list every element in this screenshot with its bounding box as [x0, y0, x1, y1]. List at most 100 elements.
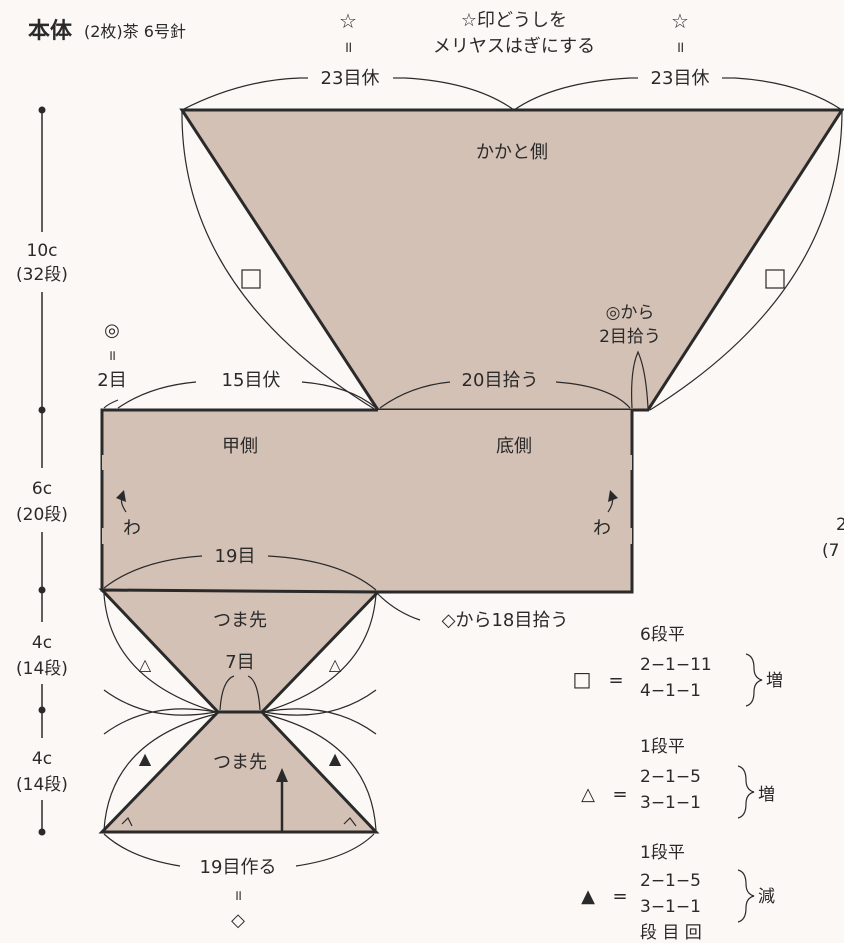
- arc-top-right-2: [734, 77, 843, 111]
- arc-cross-right-b: [263, 689, 377, 716]
- legend-3-eq: =: [612, 886, 627, 907]
- legend-3-symbol: ▲: [581, 886, 595, 907]
- arc-top-right-1: [513, 77, 631, 111]
- ruler-dot-2: [38, 406, 46, 414]
- stitches-7-label: 7目: [225, 652, 254, 673]
- arc-tri-filled-right: [263, 713, 377, 831]
- equals-left: ॥: [344, 38, 353, 56]
- tri-open-left: △: [139, 655, 152, 674]
- label-toe-upper: つま先: [213, 610, 267, 631]
- ruler-dot-3: [38, 586, 46, 594]
- label-heel: かかと側: [476, 142, 548, 163]
- wa-arrowhead-right: [608, 490, 618, 502]
- arc-tri-open-right: [263, 593, 377, 713]
- star-left: ☆: [339, 9, 357, 33]
- arc-top-left-2: [404, 77, 515, 111]
- wa-right: わ: [593, 518, 611, 539]
- legend-3-type: 減: [758, 887, 775, 907]
- arc-cast-off-left: [117, 381, 197, 409]
- arc-pickup-left: [379, 381, 451, 409]
- diagram-title: 本体: [28, 19, 73, 44]
- corner-mark-left: [121, 816, 133, 827]
- corner-mark-right: [343, 817, 357, 827]
- ruler-cm-1: 10c: [27, 241, 58, 261]
- right-rest-stitches: 23目休: [651, 68, 710, 89]
- ruler-rows-4: (14段): [16, 775, 68, 795]
- diagram-subtitle: (2枚)茶 6号針: [84, 22, 186, 41]
- legend-2-row-1: 2−1−5: [640, 767, 701, 787]
- pickup-18-label: ◇から18目拾う: [442, 610, 569, 631]
- legend-1-symbol: □: [573, 667, 592, 691]
- left-rest-stitches: 23目休: [321, 68, 380, 89]
- equals-right: ॥: [676, 38, 685, 56]
- star-right: ☆: [671, 9, 689, 33]
- note-line1: ☆印どうしを: [461, 10, 567, 31]
- arc-cross-left-a: [103, 708, 217, 735]
- arc-cast-off-right: [301, 381, 377, 409]
- tri-filled-right: ▲: [329, 749, 342, 768]
- cast-on-label: 19目作る: [200, 857, 277, 878]
- arc-two-left: [103, 399, 119, 409]
- legend-1-row-1: 2−1−11: [640, 655, 712, 675]
- wa-left: わ: [123, 518, 141, 539]
- legend-2-eq: =: [612, 784, 627, 805]
- double-circle-mark: ◎: [104, 320, 120, 341]
- equals-cast-on: ॥: [234, 888, 242, 904]
- legend-1-type: 増: [766, 671, 783, 691]
- ruler-rows-3: (14段): [16, 659, 68, 679]
- square-mark-right: [765, 269, 785, 289]
- legend-1-row-2: 4−1−1: [640, 681, 701, 701]
- legend-3-row-2: 3−1−1: [640, 897, 701, 917]
- label-sole: 底側: [496, 436, 532, 457]
- arc-tri-open-left: [103, 593, 217, 713]
- ruler-dot-4: [38, 706, 46, 714]
- note-line2: メリヤスはぎにする: [433, 36, 595, 57]
- arc-19-left: [103, 555, 203, 589]
- legend-2-brace: [737, 765, 755, 819]
- ruler-cm-2: 6c: [32, 479, 52, 499]
- arc-pickup-right: [555, 381, 631, 409]
- cut-right-1: 2: [836, 515, 844, 535]
- legend-2-flat: 1段平: [640, 737, 685, 757]
- arc-top-left-1: [181, 77, 301, 111]
- arc-two-pickup: [631, 350, 649, 409]
- legend-footer: 段 目 回: [640, 923, 702, 943]
- equals-two-stitch: ॥: [108, 348, 116, 364]
- two-stitches-label: 2目: [97, 370, 126, 391]
- ruler-rows-2: (20段): [16, 505, 68, 525]
- body-fill: [102, 410, 632, 592]
- knit-direction-arrowhead: [276, 768, 288, 782]
- arc-square-right: [649, 109, 843, 411]
- ruler-cm-3: 4c: [32, 633, 52, 653]
- arc-cast-on-left: [103, 833, 181, 867]
- legend-2-type: 増: [758, 785, 775, 805]
- arc-cast-on-right: [295, 833, 375, 867]
- ruler-dot-1: [38, 106, 46, 114]
- arc-7-left: [219, 675, 235, 711]
- diamond-mark: ◇: [231, 910, 245, 931]
- legend-2-symbol: △: [581, 784, 595, 805]
- arc-cross-left-b: [103, 689, 217, 716]
- arc-pickup-18: [377, 593, 421, 621]
- legend-1-flat: 6段平: [640, 625, 685, 645]
- pickup-from-line2: 2目拾う: [599, 327, 661, 347]
- tri-open-right: △: [329, 655, 342, 674]
- arc-7-right: [247, 675, 261, 711]
- legend-1-brace: [745, 653, 763, 707]
- pickup-20-label: 20目拾う: [462, 370, 539, 391]
- legend-2-row-2: 3−1−1: [640, 793, 701, 813]
- wa-arrowhead-left: [116, 490, 126, 502]
- arc-19-right: [267, 555, 377, 591]
- cut-right-2: (7: [822, 541, 839, 561]
- stitches-19-label: 19目: [215, 546, 256, 567]
- pickup-from-line1: ◎から: [606, 303, 655, 323]
- arc-cross-right-a: [263, 708, 377, 735]
- ruler-cm-4: 4c: [32, 749, 52, 769]
- legend-3-brace: [737, 869, 755, 923]
- arc-tri-filled-left: [103, 713, 217, 831]
- tri-filled-left: ▲: [139, 749, 152, 768]
- legend-3-row-1: 2−1−5: [640, 871, 701, 891]
- ruler-dot-5: [38, 828, 46, 836]
- toe-lower: [98, 710, 380, 834]
